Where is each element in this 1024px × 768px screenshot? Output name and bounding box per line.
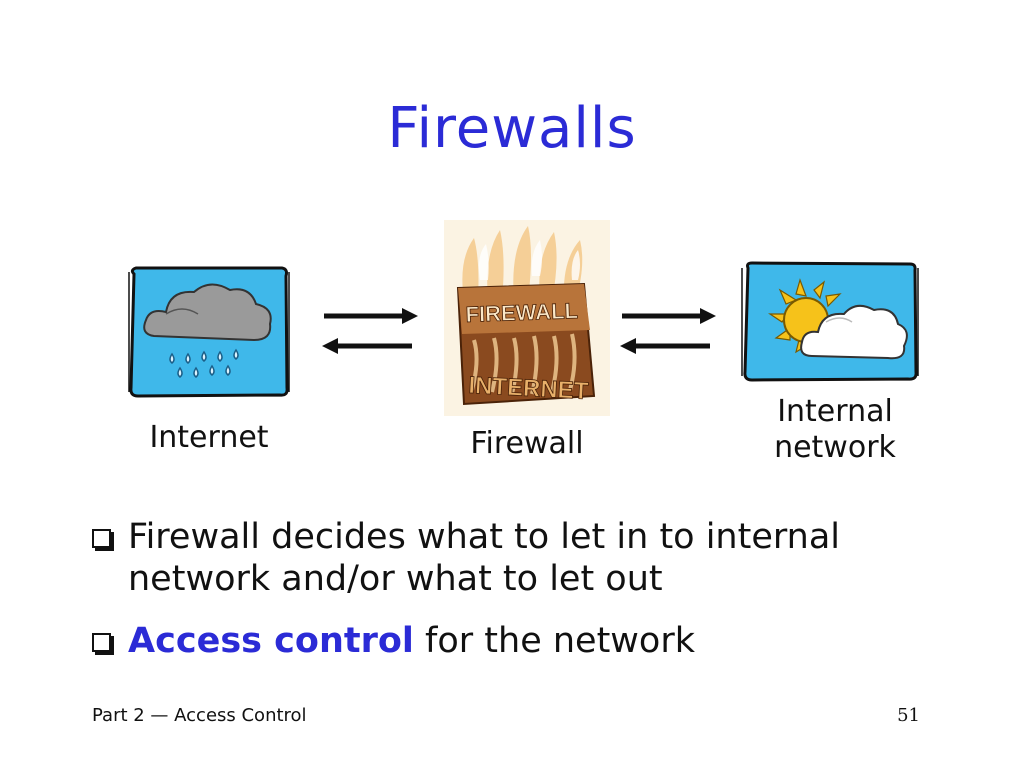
internal-label-line2: network — [774, 430, 896, 465]
arrow-pair-left — [322, 308, 418, 354]
internal-network-label: Internal network — [740, 394, 930, 466]
firewall-graphic-top-text: FIREWALL — [465, 298, 578, 327]
bullet-square-icon — [92, 529, 111, 548]
arrow-left-icon — [322, 338, 412, 354]
bullet-item: Firewall decides what to let in to inter… — [88, 516, 968, 600]
arrow-right-icon — [622, 308, 716, 324]
arrow-right-icon — [324, 308, 418, 324]
rain-cloud-icon — [128, 266, 290, 398]
firewall-diagram: FIREWALL INTERNET — [0, 200, 1024, 500]
footer-section-label: Part 2 — Access Control — [92, 705, 307, 726]
internet-label: Internet — [149, 420, 269, 455]
page-number: 51 — [897, 705, 920, 726]
firewall-icon: FIREWALL INTERNET — [444, 220, 610, 416]
bullet-item: Access control for the network — [88, 620, 968, 662]
internal-label-line1: Internal — [777, 394, 893, 429]
arrow-pair-right — [620, 308, 716, 354]
bullet-list: Firewall decides what to let in to inter… — [88, 516, 968, 682]
firewall-label: Firewall — [470, 426, 584, 461]
sun-cloud-icon — [741, 261, 919, 382]
bullet-text: for the network — [413, 621, 695, 661]
firewall-graphic-bottom-text: INTERNET — [468, 372, 590, 405]
bullet-highlight: Access control — [128, 621, 414, 661]
bullet-text: Firewall decides what to let in to inter… — [128, 517, 840, 599]
arrow-left-icon — [620, 338, 710, 354]
bullet-square-icon — [92, 633, 111, 652]
slide-title: Firewalls — [387, 96, 637, 161]
